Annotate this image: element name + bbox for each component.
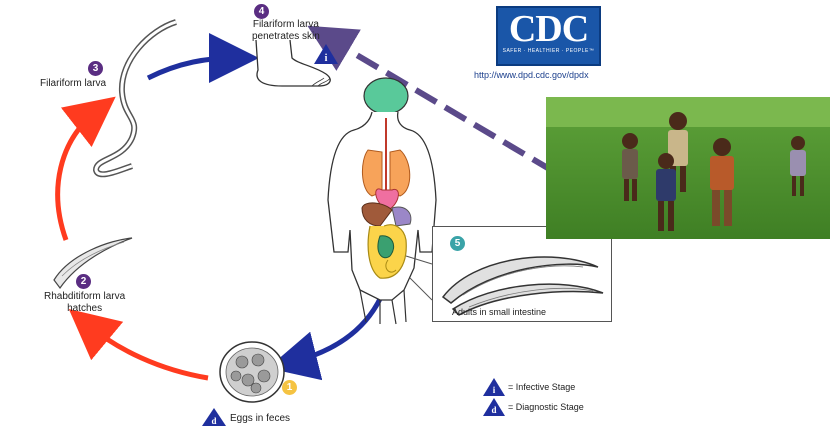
stage-5-label: Adults in small intestine [452,307,547,317]
adult-worms-drawing [441,256,604,316]
stage-3-label: Filariform larva [40,78,107,89]
children-photo-image [546,97,830,239]
legend-diagnostic-icon: d [483,398,505,416]
arrow-larva-to-filariform [55,96,116,241]
stage-2-label-line1: Rhabditiform larva [44,291,126,302]
arrow-egg-to-rhabditiform [68,309,209,381]
legend-infective-label: = Infective Stage [508,382,576,392]
intestine-to-adult-connector [405,255,433,265]
stage-4-label-line2: penetrates skin [252,31,320,42]
stage-2-number: 2 [76,274,91,289]
cdc-logo-text: CDC [508,8,589,50]
stage-1-number: 1 [282,380,297,395]
arrow-intestine-to-egg [267,289,387,381]
foot-drawing [255,39,331,87]
stage-4-label-line1: Filariform larva [252,19,319,30]
svg-text:d: d [491,405,496,415]
legend-diagnostic-label: = Diagnostic Stage [508,402,584,412]
arrow-filariform-to-skin [146,33,259,84]
svg-text:i: i [493,385,496,395]
stage-2-label-line2: hatches [67,303,103,314]
stage-2-label: Rhabditiform larva hatches [44,291,125,315]
infective-stage-marker: i [314,44,338,64]
stage-1-label: Eggs in feces [230,413,291,424]
stage-5-number: 5 [450,236,465,251]
svg-text:i: i [325,53,328,64]
filariform-larva-drawing [92,19,177,178]
cdc-url: http://www.dpd.cdc.gov/dpdx [474,70,589,80]
diagnostic-stage-marker: d [202,408,226,426]
stage-3-number: 3 [88,61,103,76]
cdc-logo-tagline: SAFER · HEALTHIER · PEOPLE™ [502,48,595,54]
children-photo [546,97,830,239]
cdc-logo: CDC SAFER · HEALTHIER · PEOPLE™ [496,6,601,66]
rhabditiform-larva-drawing [53,237,133,290]
human-body-drawing [327,77,437,325]
stage-4-number: 4 [254,4,269,19]
stage-4-label: Filariform larva penetrates skin [252,19,320,43]
svg-text:d: d [211,416,216,426]
legend-infective-icon: i [483,378,505,396]
egg-drawing [219,341,285,403]
